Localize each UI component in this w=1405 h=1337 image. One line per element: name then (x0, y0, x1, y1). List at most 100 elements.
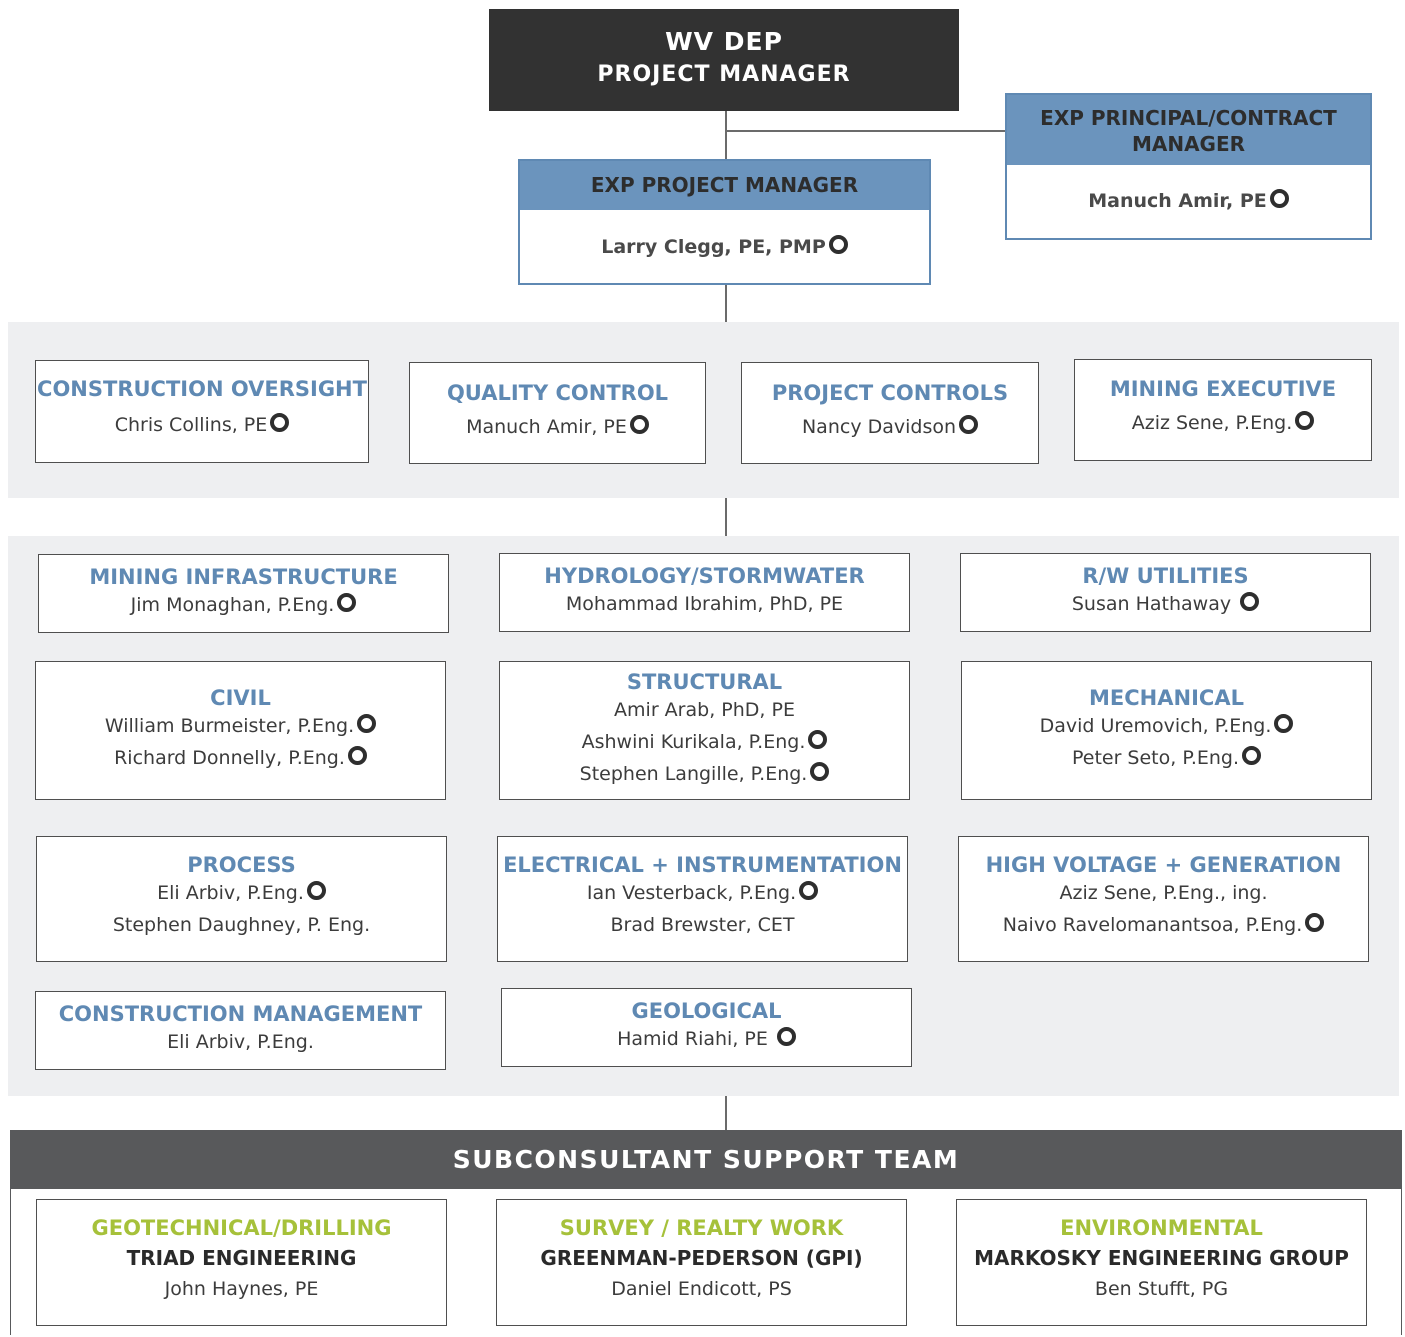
person-name: Mohammad Ibrahim, PhD, PE (565, 593, 844, 615)
person-line: Eli Arbiv, P.Eng. (37, 877, 446, 909)
person-line: Stephen Langille, P.Eng. (500, 758, 909, 790)
client-box: WV DEP PROJECT MANAGER (489, 9, 959, 111)
person-line: Richard Donnelly, P.Eng. (36, 742, 445, 774)
ring-badge-icon (1295, 411, 1315, 430)
oversight-card: QUALITY CONTROL Manuch Amir, PE (409, 362, 706, 464)
ring-badge-icon (337, 593, 357, 612)
exp-principal-name: Manuch Amir, PE (1007, 165, 1370, 237)
person-name: Aziz Sene, P.Eng., ing. (1059, 882, 1268, 904)
person-line: Amir Arab, PhD, PE (500, 694, 909, 726)
card-title: CONSTRUCTION OVERSIGHT (37, 377, 367, 401)
exp-project-manager-box: EXP PROJECT MANAGER Larry Clegg, PE, PMP (518, 159, 931, 285)
person-name: Stephen Daughney, P. Eng. (112, 914, 371, 936)
subconsultant-card: ENVIRONMENTAL MARKOSKY ENGINEERING GROUP… (956, 1199, 1367, 1326)
person-name: Amir Arab, PhD, PE (614, 699, 795, 721)
card-title: MINING INFRASTRUCTURE (89, 565, 398, 589)
discipline-card: ELECTRICAL + INSTRUMENTATION Ian Vesterb… (497, 836, 908, 962)
connector-line (725, 1096, 727, 1130)
card-title: HYDROLOGY/STORMWATER (544, 564, 865, 588)
oversight-card: CONSTRUCTION OVERSIGHT Chris Collins, PE (35, 360, 369, 463)
subconsultant-firm: MARKOSKY ENGINEERING GROUP (974, 1246, 1349, 1270)
ring-badge-icon (306, 881, 326, 900)
subconsultant-role: ENVIRONMENTAL (1060, 1216, 1263, 1240)
discipline-card: R/W UTILITIES Susan Hathaway (960, 553, 1371, 632)
discipline-card: MECHANICAL David Uremovich, P.Eng. Peter… (961, 661, 1372, 800)
person-line: Mohammad Ibrahim, PhD, PE (500, 588, 909, 620)
ring-badge-icon (357, 714, 377, 733)
exp-principal-title: EXP PRINCIPAL/CONTRACT MANAGER (1007, 95, 1370, 165)
exp-project-manager-name: Larry Clegg, PE, PMP (520, 210, 929, 284)
card-title: QUALITY CONTROL (446, 381, 669, 405)
subconsultant-card: SURVEY / REALTY WORK GREENMAN-PEDERSON (… (496, 1199, 907, 1326)
subconsultant-section: SUBCONSULTANT SUPPORT TEAM (10, 1130, 1402, 1335)
subconsultant-header: SUBCONSULTANT SUPPORT TEAM (11, 1131, 1401, 1189)
connector-line (725, 284, 727, 322)
title-line: MANAGER (1131, 132, 1246, 156)
ring-badge-icon (629, 415, 649, 434)
client-subtitle: PROJECT MANAGER (597, 62, 851, 87)
ring-badge-icon (1240, 592, 1260, 611)
person-line: Peter Seto, P.Eng. (962, 742, 1371, 774)
person-name: Brad Brewster, CET (610, 914, 795, 936)
connector-line (725, 130, 1007, 132)
ring-badge-icon (959, 415, 979, 434)
ring-badge-icon (1274, 714, 1294, 733)
subconsultant-firm: GREENMAN-PEDERSON (GPI) (540, 1246, 863, 1270)
person-name: Susan Hathaway (1071, 593, 1232, 615)
exp-project-manager-title: EXP PROJECT MANAGER (520, 161, 929, 210)
person-line: Susan Hathaway (961, 588, 1370, 620)
discipline-card: CONSTRUCTION MANAGEMENT Eli Arbiv, P.Eng… (35, 991, 446, 1070)
person-name: Hamid Riahi, PE (617, 1028, 768, 1050)
person-name: Manuch Amir, PE (1088, 190, 1267, 212)
oversight-card: MINING EXECUTIVE Aziz Sene, P.Eng. (1074, 359, 1372, 461)
discipline-card: PROCESS Eli Arbiv, P.Eng. Stephen Daughn… (36, 836, 447, 962)
ring-badge-icon (270, 413, 290, 432)
subconsultant-role: SURVEY / REALTY WORK (559, 1216, 844, 1240)
person-name: Nancy Davidson (801, 416, 957, 438)
ring-badge-icon (799, 881, 819, 900)
subconsultant-card: GEOTECHNICAL/DRILLING TRIAD ENGINEERING … (36, 1199, 447, 1326)
person-line: Hamid Riahi, PE (502, 1023, 911, 1055)
card-title: CIVIL (210, 686, 271, 710)
person-line: Nancy Davidson (742, 411, 1038, 443)
card-title: ELECTRICAL + INSTRUMENTATION (503, 853, 902, 877)
card-title: MECHANICAL (1089, 686, 1244, 710)
person-line: Ashwini Kurikala, P.Eng. (500, 726, 909, 758)
discipline-card: CIVIL William Burmeister, P.Eng. Richard… (35, 661, 446, 800)
person-name: David Uremovich, P.Eng. (1039, 715, 1272, 737)
card-title: PROJECT CONTROLS (771, 381, 1009, 405)
person-line: Aziz Sene, P.Eng. (1075, 407, 1371, 439)
subconsultant-role: GEOTECHNICAL/DRILLING (91, 1216, 392, 1240)
person-line: Jim Monaghan, P.Eng. (39, 589, 448, 621)
subconsultant-contact: John Haynes, PE (164, 1278, 319, 1300)
discipline-card: GEOLOGICAL Hamid Riahi, PE (501, 988, 912, 1067)
subconsultant-contact: Daniel Endicott, PS (611, 1278, 792, 1300)
person-name: Naivo Ravelomanantsoa, P.Eng. (1002, 914, 1303, 936)
person-name: Richard Donnelly, P.Eng. (114, 747, 345, 769)
ring-badge-icon (808, 730, 828, 749)
discipline-card: HIGH VOLTAGE + GENERATION Aziz Sene, P.E… (958, 836, 1369, 962)
card-title: PROCESS (187, 853, 296, 877)
exp-principal-box: EXP PRINCIPAL/CONTRACT MANAGER Manuch Am… (1005, 93, 1372, 240)
discipline-card: STRUCTURAL Amir Arab, PhD, PE Ashwini Ku… (499, 661, 910, 800)
ring-badge-icon (1305, 913, 1325, 932)
ring-badge-icon (810, 762, 830, 781)
ring-badge-icon (1269, 189, 1289, 208)
title-line: EXP PRINCIPAL/CONTRACT (1040, 106, 1337, 130)
connector-line (725, 498, 727, 536)
ring-badge-icon (1242, 746, 1262, 765)
card-title: CONSTRUCTION MANAGEMENT (58, 1002, 423, 1026)
person-line: Ian Vesterback, P.Eng. (498, 877, 907, 909)
person-name: Eli Arbiv, P.Eng. (167, 1031, 314, 1053)
person-name: Manuch Amir, PE (466, 416, 627, 438)
person-name: Aziz Sene, P.Eng. (1131, 412, 1293, 434)
person-line: Chris Collins, PE (36, 409, 368, 441)
person-line: Brad Brewster, CET (498, 909, 907, 941)
person-line: Aziz Sene, P.Eng., ing. (959, 877, 1368, 909)
person-name: Larry Clegg, PE, PMP (601, 236, 826, 258)
client-title: WV DEP (665, 27, 783, 56)
card-title: R/W UTILITIES (1082, 564, 1249, 588)
oversight-card: PROJECT CONTROLS Nancy Davidson (741, 362, 1039, 464)
person-name: Chris Collins, PE (114, 414, 268, 436)
subconsultant-firm: TRIAD ENGINEERING (126, 1246, 357, 1270)
